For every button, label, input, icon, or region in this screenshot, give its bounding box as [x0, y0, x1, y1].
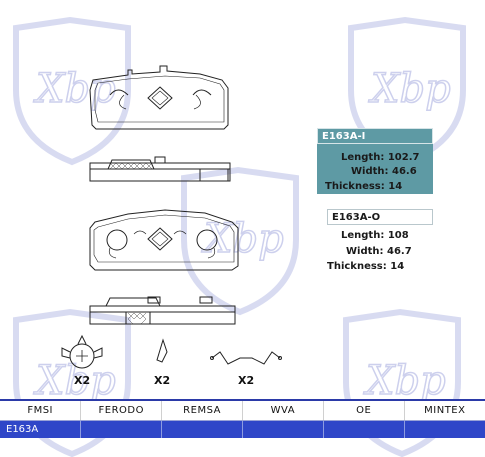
spec-inner-code: E163A-I — [317, 128, 433, 144]
table-row: E163A — [0, 420, 485, 438]
outer-pad-side-view — [89, 296, 236, 325]
spring-wire-icon — [210, 351, 282, 365]
inner-pad-side-view — [89, 156, 231, 182]
spec-inner-length-value: 102.7 — [387, 152, 420, 163]
spec-outer-thickness-label: Thickness: — [327, 261, 387, 272]
spec-outer-width-value: 46.7 — [387, 246, 412, 257]
watermark-text: Xbp — [368, 66, 451, 112]
brake-pad-drawing — [61, 65, 282, 369]
wear-sensor-clip-icon — [156, 338, 168, 363]
col-header-mintex: MINTEX — [403, 399, 485, 421]
spec-inner-thickness-label: Thickness: — [325, 181, 385, 192]
table-header-row: FMSI FERODO REMSA WVA OE MINTEX — [0, 399, 485, 421]
anti-rattle-clip-icon — [61, 334, 103, 369]
cell-oe — [322, 420, 405, 438]
spec-box-inner-pad: E163A-I Length: 102.7 Width: 46.6 Thickn… — [317, 128, 433, 194]
spec-inner-thickness-value: 14 — [388, 181, 403, 192]
watermark-shield-icon: Xbp — [181, 166, 299, 316]
inner-pad-front-view — [89, 65, 229, 130]
anti-rattle-clip-qty: X2 — [74, 374, 91, 387]
wear-sensor-clip-qty: X2 — [154, 374, 171, 387]
watermark-shield-icon: Xbp — [13, 16, 131, 166]
watermark-text: Xbp — [363, 358, 446, 404]
col-header-remsa: REMSA — [161, 399, 243, 421]
cell-remsa — [161, 420, 243, 438]
spring-wire-qty: X2 — [238, 374, 255, 387]
spec-outer-width-label: Width: — [346, 246, 384, 257]
spec-outer-thickness-value: 14 — [390, 261, 405, 272]
watermark-text: Xbp — [201, 216, 284, 262]
watermark-text: Xbp — [33, 66, 116, 112]
outer-pad-front-view — [89, 209, 239, 271]
col-header-wva: WVA — [241, 399, 324, 421]
spec-box-outer-pad: E163A-O Length: 108 Width: 46.7 Thicknes… — [327, 209, 433, 279]
cell-ferodo — [80, 420, 162, 438]
spec-outer-code: E163A-O — [327, 209, 433, 225]
spec-outer-length-value: 108 — [387, 230, 409, 241]
spec-inner-length-label: Length: — [341, 152, 385, 163]
col-header-oe: OE — [322, 399, 405, 421]
col-header-ferodo: FERODO — [80, 399, 162, 421]
cell-mintex — [403, 420, 485, 438]
col-header-fmsi: FMSI — [0, 399, 81, 421]
cell-wva — [241, 420, 324, 438]
spec-outer-length-label: Length: — [341, 230, 385, 241]
cross-reference-table: FMSI FERODO REMSA WVA OE MINTEX E163A — [0, 399, 485, 438]
spec-inner-width-value: 46.6 — [392, 166, 417, 177]
cell-fmsi: E163A — [0, 420, 81, 438]
spec-inner-width-label: Width: — [351, 166, 389, 177]
